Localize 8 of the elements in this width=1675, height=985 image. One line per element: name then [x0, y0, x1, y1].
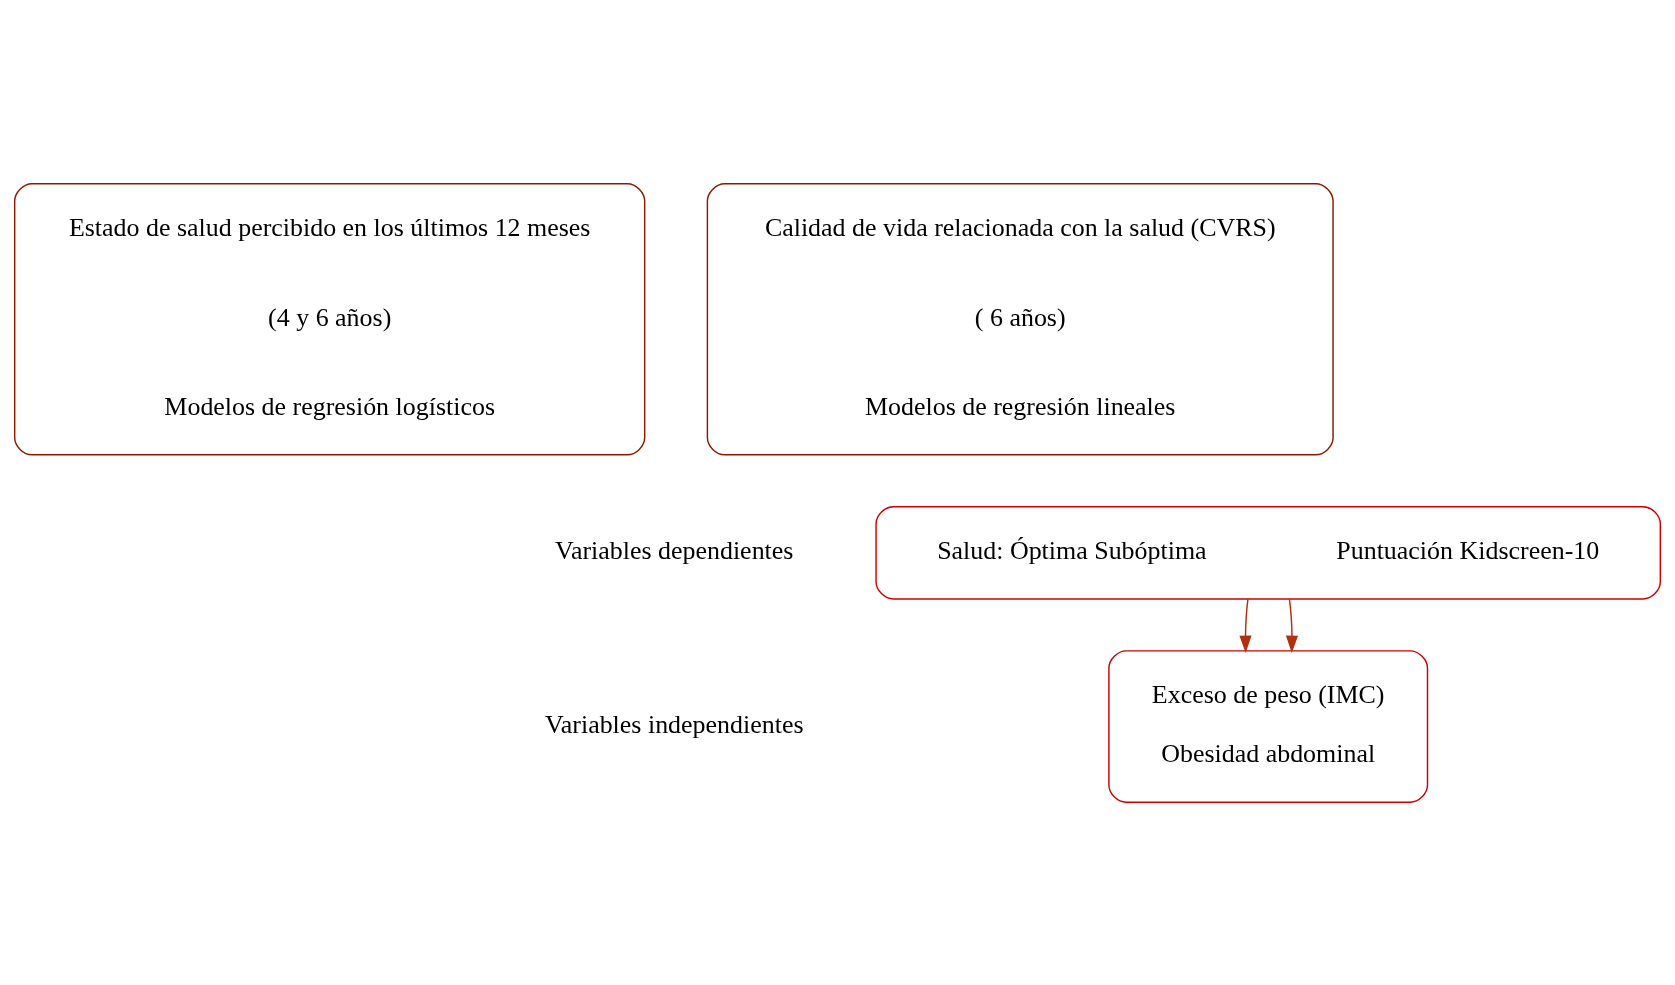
node-box: Exceso de peso (IMC) Obesidad abdominal [1108, 649, 1429, 803]
node-box: Calidad de vida relacionada con la salud (CVRS) ( 6 años) Modelos de regresión lineales [706, 182, 1334, 456]
label: Variables dependientes [555, 535, 794, 565]
node-box: Salud: Óptima Subóptima Puntuación Kidscreen-10 [875, 505, 1662, 600]
arrow [1285, 597, 1299, 653]
arrow [1239, 597, 1252, 653]
label: Variables independientes [544, 709, 804, 739]
node-box: Estado de salud percibido en los últimos 12 meses (4 y 6 años) Modelos de regresión logísticos [13, 182, 646, 456]
